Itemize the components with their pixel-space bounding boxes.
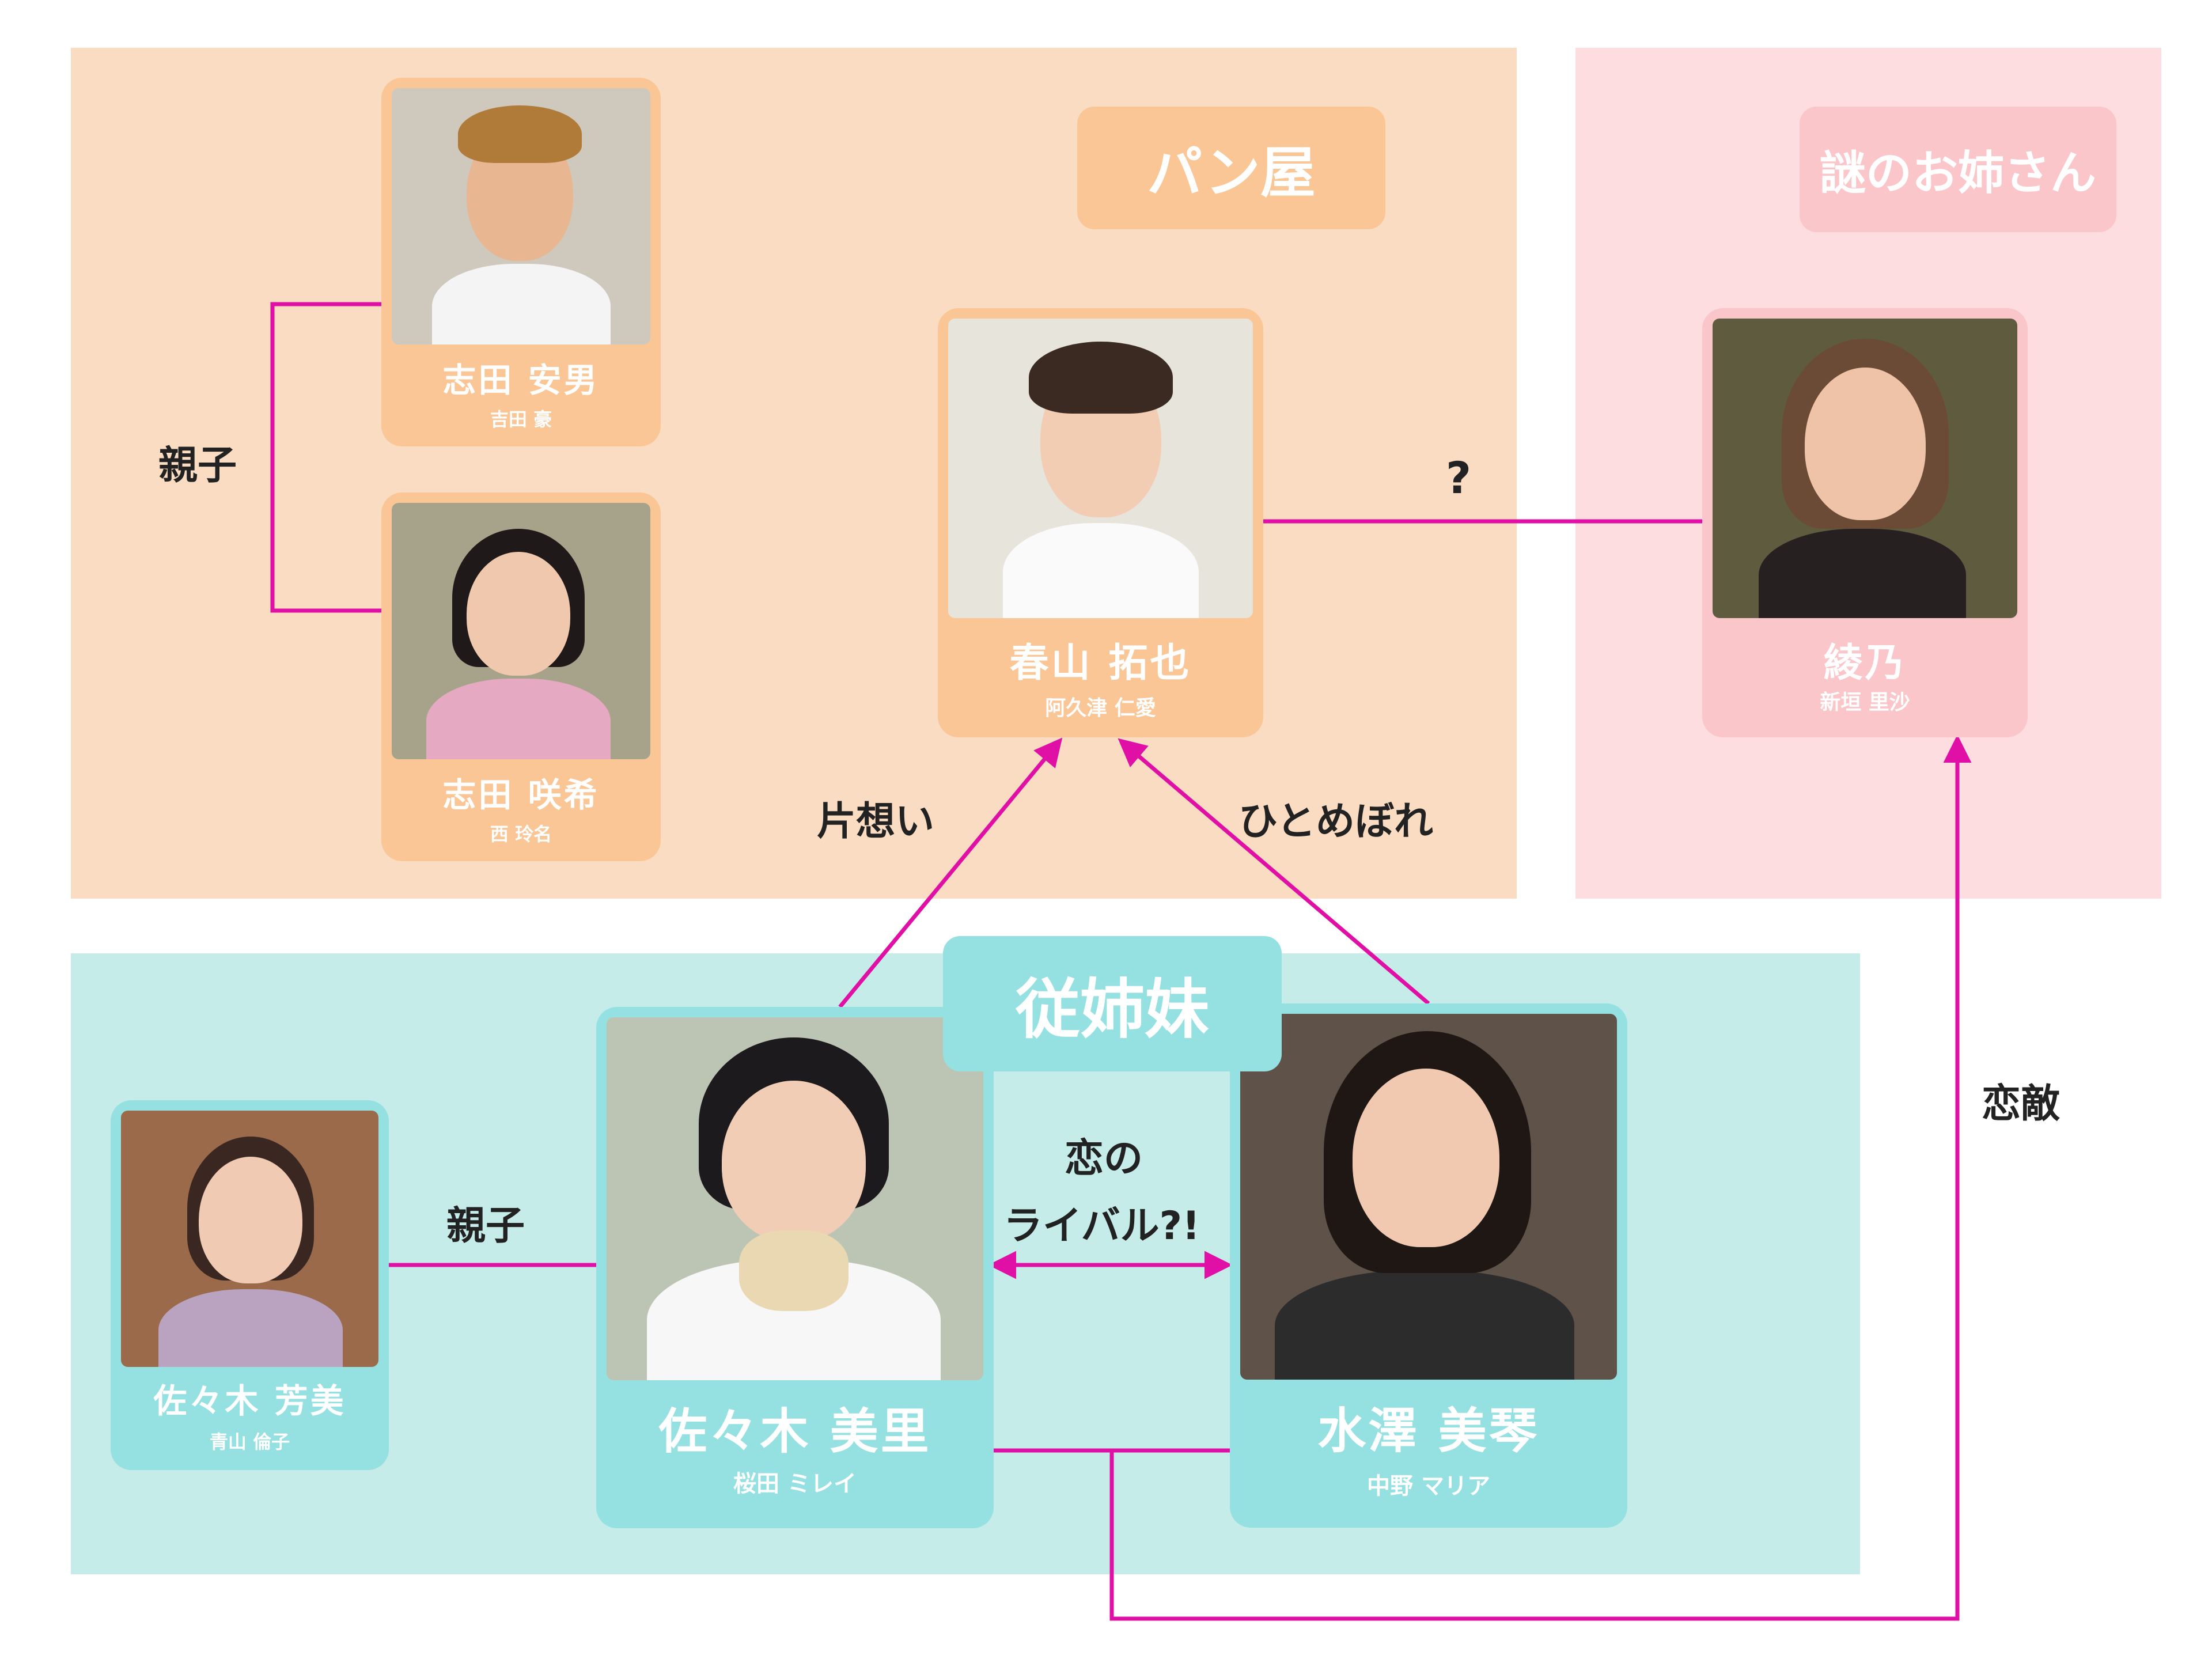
actor-name-mikoto: 中野 マリア — [1367, 1473, 1490, 1499]
ayano-photo — [1713, 319, 2017, 618]
character-card-misato[interactable]: 佐々木 美里 桜田 ミレイ — [596, 1007, 994, 1528]
actor-name-misato: 桜田 ミレイ — [733, 1471, 857, 1497]
character-name-takuya: 春山 拓也 — [1009, 641, 1192, 686]
character-card-saki[interactable]: 志田 咲希 西 玲名 — [381, 493, 661, 861]
actor-name-yoshimi: 青山 倫子 — [209, 1431, 290, 1453]
character-name-ayano: 綾乃 — [1823, 641, 1907, 686]
actor-name-takuya: 阿久津 仁愛 — [1045, 696, 1156, 720]
love-rival-arrow-path — [1109, 734, 1972, 1621]
bakery-label: パン屋 — [1077, 107, 1385, 229]
character-card-yasuo[interactable]: 志田 安男 吉田 豪 — [381, 78, 661, 446]
relation-label-rivals-line2: ライバル?! — [1003, 1203, 1200, 1249]
character-card-yoshimi[interactable]: 佐々木 芳美 青山 倫子 — [111, 1100, 389, 1470]
saki-photo — [392, 503, 650, 759]
character-name-misato: 佐々木 美里 — [658, 1403, 931, 1460]
mikoto-photo — [1240, 1014, 1617, 1380]
relation-label-rivals-line1: 恋の — [1065, 1136, 1143, 1181]
relation-label-love-at-first-sight: ひとめぼれ — [1238, 799, 1433, 844]
yoshimi-photo — [121, 1111, 378, 1367]
mystery-sister-label: 謎のお姉さん — [1800, 107, 2116, 232]
shida-family-line — [270, 302, 381, 613]
relation-label-sasaki-parent-child: 親子 — [446, 1203, 525, 1249]
love-at-first-sight-arrow — [1118, 738, 1430, 1005]
relation-label-unknown: ? — [1446, 452, 1472, 503]
relation-label-love-rival: 恋敵 — [1982, 1081, 2061, 1127]
character-card-takuya[interactable]: 春山 拓也 阿久津 仁愛 — [938, 308, 1263, 737]
actor-name-saki: 西 玲名 — [490, 823, 552, 845]
character-name-yasuo: 志田 安男 — [442, 361, 600, 400]
takuya-photo — [948, 319, 1253, 618]
character-name-yoshimi: 佐々木 芳美 — [153, 1381, 346, 1421]
misato-photo — [607, 1017, 983, 1380]
relation-label-shida-parent-child: 親子 — [158, 443, 237, 488]
character-card-mikoto[interactable]: 水澤 美琴 中野 マリア — [1230, 1003, 1627, 1528]
one-sided-love-arrow — [838, 737, 1063, 1009]
actor-name-ayano: 新垣 里沙 — [1820, 691, 1910, 714]
character-name-saki: 志田 咲希 — [442, 775, 600, 815]
actor-name-yasuo: 吉田 豪 — [490, 408, 552, 430]
relation-label-one-sided-love: 片想い — [817, 799, 935, 844]
character-name-mikoto: 水澤 美琴 — [1317, 1403, 1540, 1459]
character-card-ayano[interactable]: 綾乃 新垣 里沙 — [1702, 308, 2028, 737]
yasuo-photo — [392, 88, 650, 344]
cousins-label: 従姉妹 — [943, 936, 1282, 1071]
